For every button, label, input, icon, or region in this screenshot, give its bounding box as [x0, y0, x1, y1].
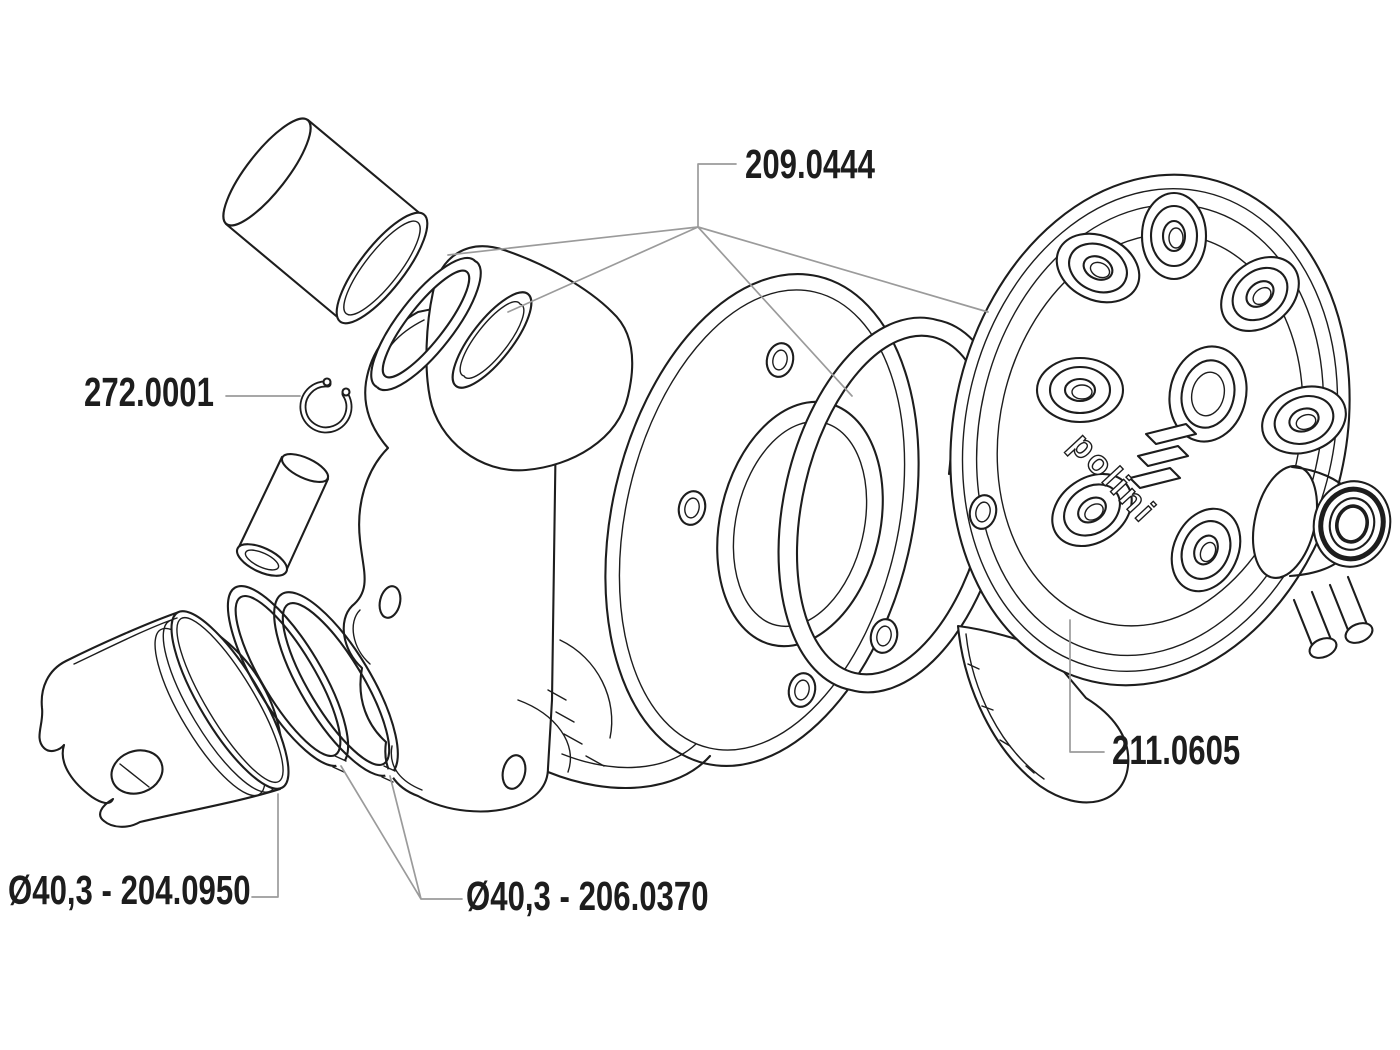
- bolt-boss: [1055, 232, 1141, 304]
- leader-gasket-set: [697, 163, 737, 228]
- label-cylinder-head: 211.0605: [1112, 727, 1241, 773]
- label-circlip: 272.0001: [84, 369, 214, 415]
- head-studs: [1292, 575, 1374, 659]
- bolt-boss: [1261, 385, 1347, 455]
- piston: [38, 610, 290, 828]
- piston-ring-1: [226, 585, 350, 773]
- spark-plug-bore: [1168, 345, 1248, 443]
- label-gasket-set: 209.0444: [745, 141, 875, 187]
- bolt-boss: [1140, 191, 1208, 281]
- bolt-boss: [1220, 256, 1300, 332]
- bolt-boss: [1035, 356, 1125, 424]
- bolt-boss: [1051, 472, 1133, 548]
- exhaust-gasket: [370, 256, 482, 392]
- head-bolt-bosses: [1035, 191, 1347, 593]
- cylinder-stud-holes: [677, 342, 899, 708]
- label-piston: Ø40,3 - 204.0950: [8, 867, 251, 913]
- bolt-boss: [1170, 507, 1242, 593]
- leader-piston: [251, 793, 279, 898]
- piston-ring-2: [273, 591, 399, 783]
- head-oring-gasket: [777, 316, 1011, 694]
- exhaust-port-slot: [451, 291, 533, 389]
- gasket-tab-hole: [968, 494, 998, 530]
- polini-logo-stripes: [1128, 422, 1198, 490]
- leader-cylinder-head: [1069, 619, 1105, 753]
- cylinder-head: polini: [949, 173, 1392, 687]
- exhaust-stub: [222, 117, 429, 325]
- label-piston-rings: Ø40,3 - 206.0370: [466, 873, 709, 919]
- exhaust-port-boss: [425, 245, 634, 472]
- leader-piston-rings: [340, 765, 463, 900]
- cylinder-face-details: [677, 342, 899, 708]
- circlip: [299, 377, 353, 434]
- wrist-pin-hole: [110, 749, 164, 795]
- leader-lines: [225, 163, 1105, 900]
- coolant-spigot: [1252, 465, 1392, 579]
- piston-pin: [235, 453, 330, 577]
